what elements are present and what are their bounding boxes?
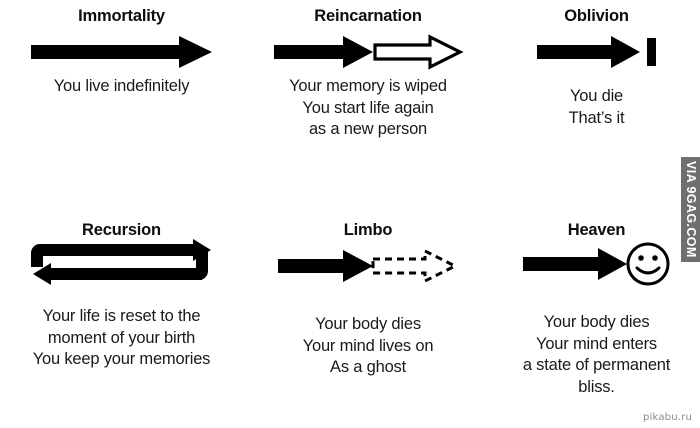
panel-title-reincarnation: Reincarnation — [314, 7, 422, 25]
caption-line: Your body dies — [543, 313, 650, 331]
diagram-limbo-solid-and-dashed-arrow — [243, 244, 493, 288]
smiley-mouth — [635, 266, 660, 275]
caption-line: That’s it — [568, 108, 625, 127]
panel-recursion: Recursion Your life is reset to the mome… — [0, 220, 243, 371]
caption-line: a state of permanent — [522, 356, 671, 374]
loop-left-elbow — [30, 244, 46, 267]
solid-arrow-shape — [278, 250, 373, 282]
loop-top-arrow — [40, 239, 211, 261]
caption-line: Your mind lives on — [302, 336, 434, 355]
caption-reincarnation: Your memory is wiped You start life agai… — [243, 76, 493, 141]
caption-line: You die — [569, 87, 624, 105]
caption-line: bliss. — [578, 377, 615, 396]
diagram-oblivion-arrow-into-wall — [493, 30, 700, 74]
panel-oblivion: Oblivion You die That’s it — [493, 6, 700, 129]
solid-arrow-shape — [536, 36, 640, 68]
watermark-pikabu: pikabu.ru — [643, 412, 692, 423]
panel-title-oblivion: Oblivion — [564, 7, 629, 25]
caption-limbo: Your body dies Your mind lives on As a g… — [243, 314, 493, 379]
caption-immortality: You live indefinitely — [0, 76, 243, 98]
panel-title-recursion: Recursion — [82, 221, 161, 239]
diagram-immortality-solid-arrow — [0, 30, 243, 74]
caption-line: Your mind enters — [536, 334, 657, 353]
caption-line: You start life again — [302, 98, 434, 117]
panel-heaven: Heaven Your body dies Your mind enters a… — [493, 220, 700, 398]
panel-reincarnation: Reincarnation Your memory is wiped You s… — [243, 6, 493, 141]
loop-bottom-arrow — [32, 263, 202, 285]
caption-line: as a new person — [308, 120, 428, 138]
smiley-face-icon — [626, 242, 669, 286]
caption-oblivion: You die That’s it — [493, 86, 700, 129]
dashed-ghost-arrow-shape — [371, 248, 459, 284]
solid-arrow-shape — [522, 248, 627, 280]
caption-recursion: Your life is reset to the moment of your… — [0, 306, 243, 371]
diagram-heaven-arrow-to-smiley — [493, 242, 700, 286]
caption-line: As a ghost — [330, 358, 406, 376]
outline-arrow-shape — [373, 34, 464, 70]
caption-line: You live indefinitely — [53, 77, 190, 95]
panel-immortality: Immortality You live indefinitely — [0, 6, 243, 98]
panel-title-limbo: Limbo — [343, 221, 393, 239]
caption-heaven: Your body dies Your mind enters a state … — [493, 312, 700, 398]
smiley-eye-right — [651, 255, 658, 261]
diagram-recursion-loop-arrow — [0, 239, 243, 286]
panel-title-heaven: Heaven — [567, 221, 626, 239]
smiley-eye-left — [637, 255, 644, 261]
caption-line: moment of your birth — [47, 328, 196, 347]
watermark-9gag: VIA 9GAG.COM — [681, 157, 700, 262]
caption-line: Your body dies — [315, 315, 421, 333]
wall-bar-shape — [646, 38, 656, 66]
panel-title-immortality: Immortality — [78, 7, 165, 25]
panel-limbo: Limbo Your body dies Your mind lives on … — [243, 220, 493, 379]
solid-arrow-shape — [274, 36, 373, 68]
caption-line: Your life is reset to the — [42, 307, 201, 325]
caption-line: Your memory is wiped — [289, 77, 447, 95]
diagram-reincarnation-two-arrows — [243, 30, 493, 74]
caption-line: You keep your memories — [32, 350, 211, 368]
